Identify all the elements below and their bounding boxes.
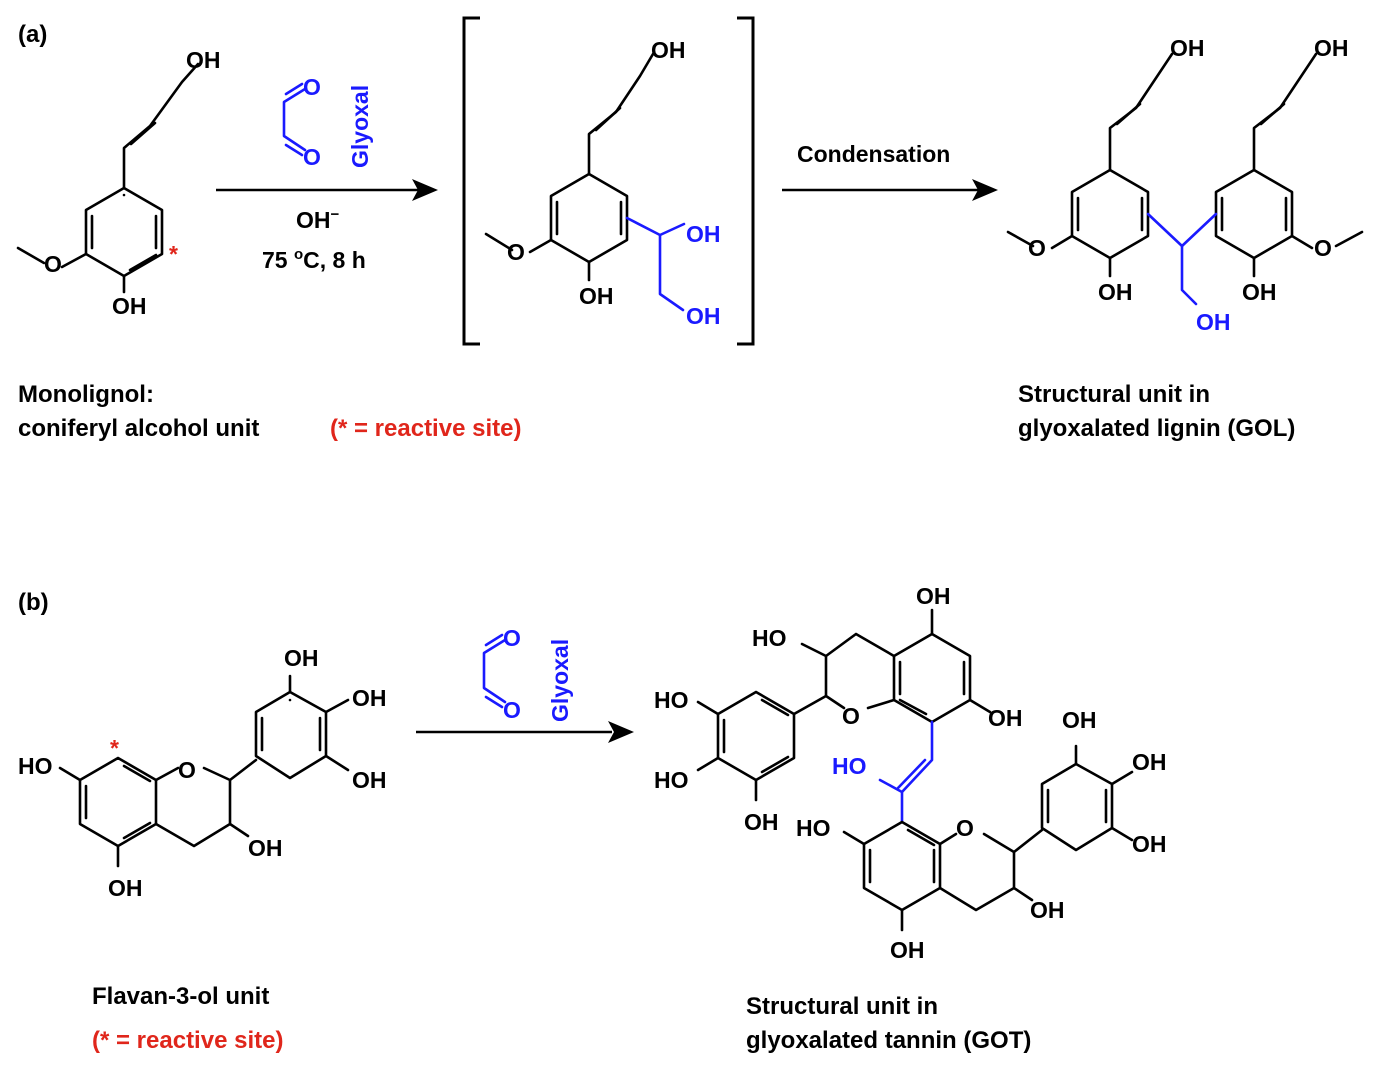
gol-caption-line1: Structural unit in (1018, 381, 1210, 408)
flavanol-reactive-star: * (110, 735, 119, 761)
flavanol-oh-c3: OH (248, 835, 283, 861)
flavanol-caption-reactive: (* = reactive site) (92, 1027, 283, 1054)
intermediate-methoxy-o: O (507, 239, 525, 265)
intermediate-oh-phenol: OH (579, 283, 614, 309)
gol-oh-phenol-right: OH (1242, 279, 1277, 305)
got-bot-oh-c3: OH (1030, 897, 1065, 923)
flavanol-oh-a5: OH (108, 875, 143, 901)
glyoxal-reagent-b: O O Glyoxal (482, 625, 573, 723)
got-bot-oh-b1: OH (1062, 707, 1097, 733)
panel-a-label: (a) (18, 21, 47, 48)
glyoxal-a-o-top: O (303, 74, 321, 100)
glyoxal-b-name: Glyoxal (547, 639, 573, 722)
flavanol-ho-left: HO (18, 753, 53, 779)
flavanol-ring-o: O (178, 757, 196, 783)
flavanol-oh-b1: OH (284, 645, 319, 671)
gol-oh-phenol-left: OH (1098, 279, 1133, 305)
got-bot-ho-a7: HO (796, 815, 831, 841)
gol-caption-line2: glyoxalated lignin (GOL) (1018, 415, 1295, 442)
glyoxal-b-o-top: O (503, 625, 521, 651)
got-caption-line1: Structural unit in (746, 993, 938, 1020)
monolignol-oh-bottom: OH (112, 293, 147, 319)
intermediate-oh-blue2: OH (686, 303, 721, 329)
intermediate-oh-top: OH (651, 37, 686, 63)
condition-temperature: 75 oC, 8 h (262, 246, 366, 273)
monolignol-oh-top: OH (186, 47, 221, 73)
got-top-ho-c3: HO (752, 625, 787, 651)
monolignol-caption-line1: Monolignol: (18, 381, 154, 408)
monolignol-caption-reactive: (* = reactive site) (330, 415, 521, 442)
glyoxal-reagent-a: O O Glyoxal (282, 74, 373, 170)
got-product-structure: OH HO O OH HO HO OH HO HO O OH OH OH OH … (654, 583, 1167, 963)
got-caption-line2: glyoxalated tannin (GOT) (746, 1027, 1031, 1054)
got-top-oh-b3: OH (744, 809, 779, 835)
intermediate-structure: OH O OH OH OH (484, 37, 721, 329)
got-top-oh-a7: OH (988, 705, 1023, 731)
got-top-oh-a5: OH (916, 583, 951, 609)
gol-oh-top-right: OH (1314, 35, 1349, 61)
glyoxal-a-name: Glyoxal (347, 85, 373, 168)
monolignol-caption-line2: coniferyl alcohol unit (18, 415, 259, 442)
reaction-arrow-1 (216, 179, 438, 201)
reaction-arrow-3 (416, 721, 634, 743)
flavanol-structure: HO * O OH OH OH OH OH (18, 645, 387, 901)
got-top-ho-b2: HO (654, 767, 689, 793)
gol-methoxy-left: O (1028, 235, 1046, 261)
condensation-label: Condensation (797, 141, 950, 167)
glyoxal-b-o-bottom: O (503, 697, 521, 723)
glyoxal-a-o-bottom: O (303, 144, 321, 170)
monolignol-reactive-star: * (169, 241, 178, 267)
reaction-arrow-2 (782, 179, 998, 201)
gol-product-structure: OH OH O O OH OH OH (1006, 35, 1364, 335)
intermediate-brackets (462, 16, 755, 346)
got-top-ho-b1: HO (654, 687, 689, 713)
condition-base: OH− (296, 206, 340, 233)
flavanol-oh-b3: OH (352, 767, 387, 793)
got-bot-oh-b3: OH (1132, 831, 1167, 857)
monolignol-structure: OH O OH * (16, 47, 221, 319)
got-top-ring-o: O (842, 703, 860, 729)
got-bridge-ho: HO (832, 753, 867, 779)
gol-oh-top-left: OH (1170, 35, 1205, 61)
monolignol-methoxy-o: O (44, 251, 62, 277)
got-bot-ring-o: O (956, 815, 974, 841)
gol-methoxy-right: O (1314, 235, 1332, 261)
intermediate-oh-blue1: OH (686, 221, 721, 247)
flavanol-caption: Flavan-3-ol unit (92, 983, 269, 1010)
panel-b-label: (b) (18, 589, 49, 616)
got-bot-oh-a5: OH (890, 937, 925, 963)
got-bot-oh-b2: OH (1132, 749, 1167, 775)
gol-oh-blue: OH (1196, 309, 1231, 335)
flavanol-oh-b2: OH (352, 685, 387, 711)
